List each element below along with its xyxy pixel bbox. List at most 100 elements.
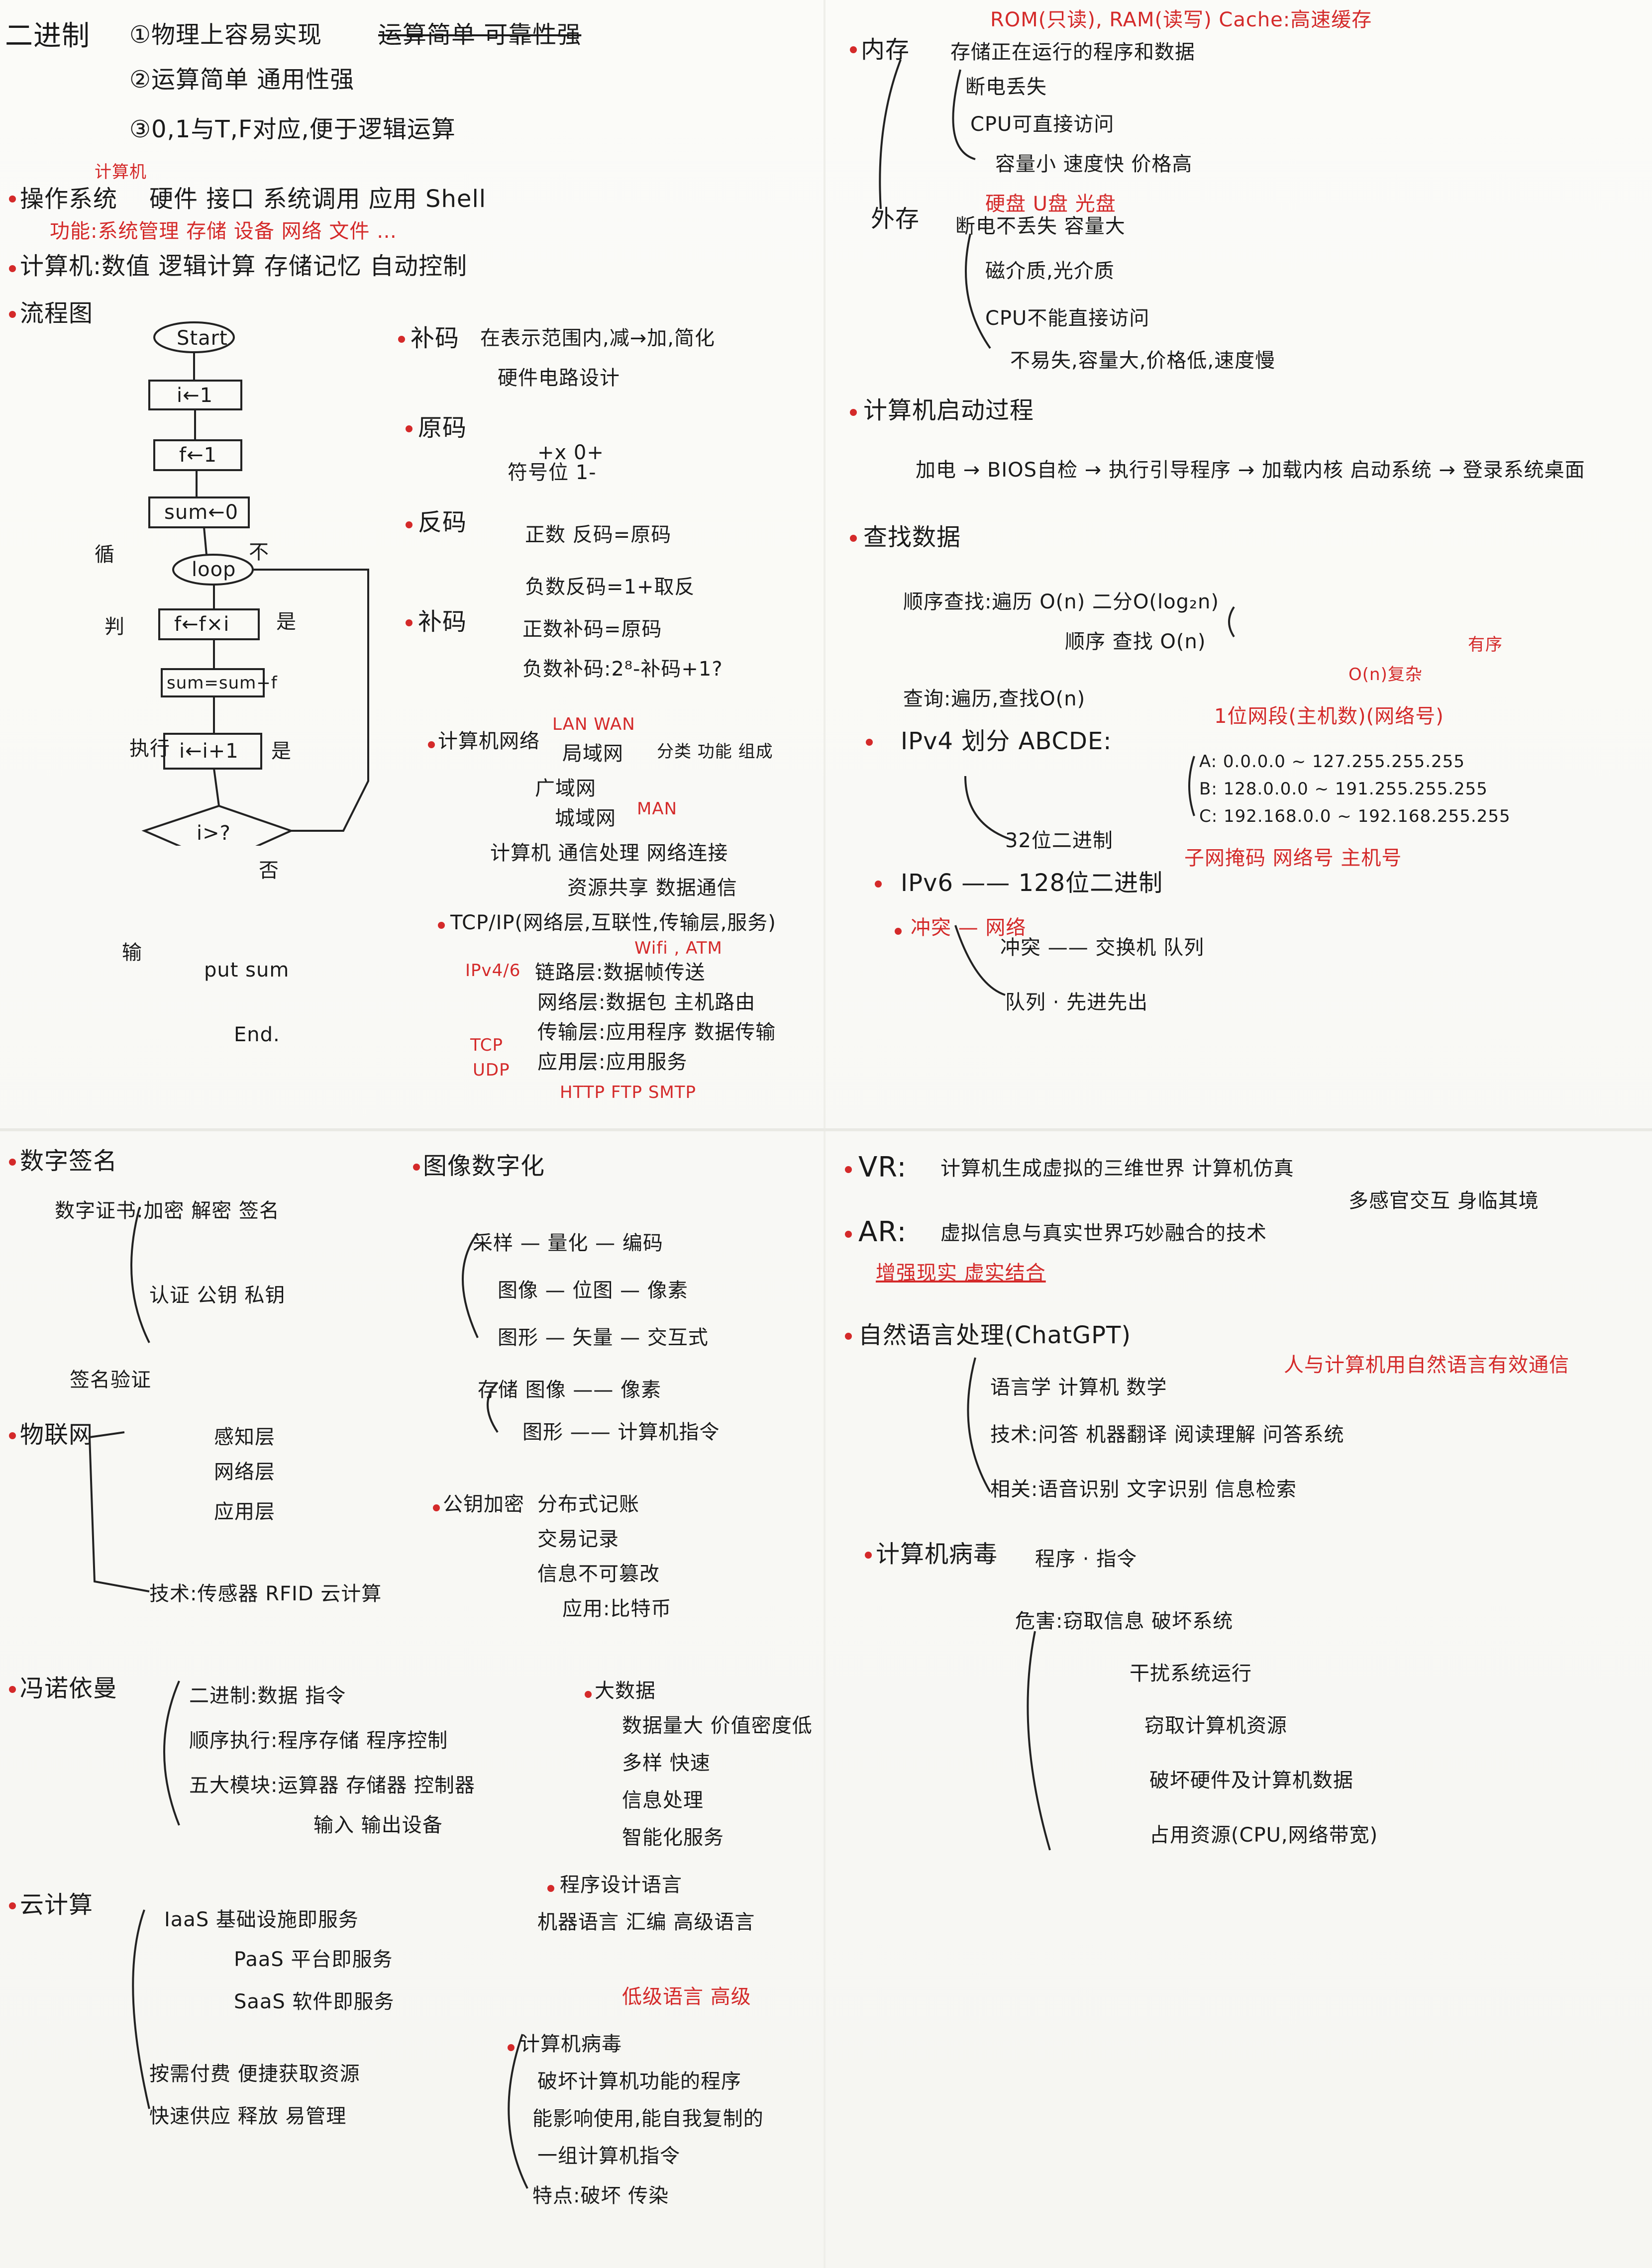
virus-title: 计算机病毒 [520, 2033, 622, 2056]
virus-line-2: 能影响使用,能自我复制的 [532, 2107, 764, 2130]
quadrant-bottom-left: 数字签名 数字证书:加密 解密 签名 认证 公钥 私钥 签名验证 物联网 感知层… [0, 1134, 826, 2268]
network-red-2: MAN [637, 799, 678, 819]
flowchart-label-no-2: 否 [259, 859, 279, 882]
prog-title: 程序设计语言 [560, 1874, 682, 1896]
bullet-dot [9, 265, 16, 272]
bullet-dot [9, 1159, 16, 1166]
security-line-1: 程序 · 指令 [1035, 1548, 1137, 1571]
network-func-2: 资源共享 数据通信 [567, 877, 737, 899]
quadrant-top-right: ROM(只读), RAM(读写) Cache:高速缓存 内存 存储正在运行的程序… [826, 0, 1652, 1134]
vr-line-1: 计算机生成虚拟的三维世界 计算机仿真 [940, 1157, 1294, 1180]
tcpip-red-tcp: TCP [470, 1035, 504, 1055]
security-title: 计算机病毒 [876, 1540, 998, 1568]
q4-brackets [967, 1357, 1051, 1851]
bullet-dot [866, 739, 873, 746]
virus-line-3: 一组计算机指令 [537, 2145, 680, 2168]
pubkey-line-1: 分布式记账 [537, 1493, 639, 1516]
q2-brackets [879, 59, 1235, 996]
bullet-dot [508, 2044, 515, 2051]
complement2-title: 补码 [418, 608, 467, 636]
network-func-1: 计算机 通信处理 网络连接 [490, 842, 728, 865]
flowchart-label-yes-2: 是 [271, 740, 292, 763]
tcpip-ipv: IPv4/6 [465, 961, 521, 981]
tcpip-layer-2: 网络层:数据包 主机路由 [537, 991, 756, 1014]
bullet-dot [845, 1166, 852, 1173]
bullet-dot [850, 46, 857, 53]
flowchart-label-left-3: 执行 [129, 737, 170, 760]
ipv4-class-a: A: 0.0.0.0 ~ 127.255.255.255 [1199, 752, 1465, 772]
tcpip-layer-4: 应用层:应用服务 [537, 1051, 688, 1074]
vr-title: VR: [858, 1151, 907, 1183]
security-line-4: 窃取计算机资源 [1144, 1714, 1287, 1737]
image-line-4: 存储 图像 —— 像素 [478, 1379, 662, 1401]
nlp-red: 人与计算机用自然语言有效通信 [1284, 1354, 1569, 1377]
iot-title: 物联网 [20, 1421, 94, 1449]
boot-flow: 加电 → BIOS自检 → 执行引导程序 → 加载内核 启动系统 → 登录系统桌… [916, 459, 1585, 482]
digital-line-2: 认证 公钥 私钥 [149, 1284, 286, 1307]
flowchart-label-left-1: 循 [95, 543, 115, 566]
pubkey-line-4: 应用:比特币 [562, 1597, 672, 1620]
security-line-3: 干扰系统运行 [1130, 1662, 1252, 1685]
bullet-dot [845, 1231, 852, 1238]
external-line-1: 断电不丢失 容量大 [955, 215, 1126, 238]
nlp-title: 自然语言处理(ChatGPT) [858, 1321, 1132, 1349]
flowchart-label-no: 不 [249, 541, 269, 564]
digital-title: 数字签名 [20, 1147, 118, 1175]
von-title: 冯诺依曼 [20, 1675, 118, 1702]
binary-reason-1-extra: 运算简单 可靠性强 [378, 21, 582, 49]
pubkey-line-3: 信息不可篡改 [537, 1563, 660, 1585]
cloud-note-2: 快速供应 释放 易管理 [149, 2105, 347, 2128]
memory-title: 内存 [861, 36, 910, 64]
image-title: 图像数字化 [423, 1152, 545, 1180]
inverse-line-2: 负数反码=1+取反 [525, 576, 695, 598]
bullet-dot [9, 1432, 16, 1439]
os-title: 操作系统 [20, 185, 118, 213]
big-data-line-2: 多样 快速 [622, 1752, 711, 1775]
binary-title: 二进制 [5, 20, 90, 52]
memory-red-top: ROM(只读), RAM(读写) Cache:高速缓存 [990, 8, 1372, 31]
flowchart-node-init-f: f←1 [179, 444, 217, 467]
iot-layer-3: 应用层 [214, 1500, 275, 1523]
tcpip-layer-1: 链路层:数据帧传送 [535, 961, 706, 984]
bullet-dot [428, 741, 435, 748]
external-line-3: CPU不能直接访问 [985, 307, 1150, 330]
flowchart-node-start: Start [177, 327, 228, 350]
big-data-line-1: 数据量大 价值密度低 [622, 1714, 813, 1737]
flowchart-node-sum: sum=sum+f [167, 673, 278, 693]
ipv6-red: 冲突 — 网络 [911, 916, 1027, 939]
flowchart-title: 流程图 [20, 299, 94, 327]
bullet-dot [406, 425, 413, 432]
bullet-dot [547, 1885, 554, 1892]
horizontal-divider [0, 1128, 1652, 1131]
ar-line-1: 虚拟信息与真实世界巧妙融合的技术 [940, 1222, 1267, 1245]
bullet-dot [895, 928, 902, 935]
digital-line-3: 签名验证 [70, 1369, 151, 1391]
pubkey-line-2: 交易记录 [537, 1528, 619, 1551]
flowchart-label-yes: 是 [276, 610, 297, 633]
boot-title: 计算机启动过程 [863, 396, 1034, 424]
tcpip-red-http: HTTP FTP SMTP [560, 1083, 697, 1102]
virus-line-1: 破坏计算机功能的程序 [537, 2070, 741, 2093]
iot-layer-1: 感知层 [214, 1426, 275, 1449]
flowchart-node-init-sum: sum←0 [164, 501, 239, 524]
bullet-dot [585, 1691, 592, 1698]
memory-line-2: 断电丢失 [965, 76, 1047, 99]
flowchart-label-left-2: 判 [104, 615, 125, 638]
bullet-dot [9, 1686, 16, 1693]
ipv6-branch-2: 队列 · 先进先出 [1005, 991, 1148, 1014]
binary-reason-3: ③0,1与T,F对应,便于逻辑运算 [129, 115, 456, 143]
inverse-line-1: 正数 反码=原码 [525, 523, 672, 546]
big-data-line-4: 智能化服务 [622, 1826, 724, 1849]
original-title: 原码 [418, 414, 467, 442]
bullet-dot [413, 1164, 420, 1171]
binary-reason-1: ①物理上容易实现 [129, 21, 322, 49]
bullet-dot [438, 922, 445, 929]
bullet-dot [875, 881, 882, 887]
ipv4-bits: 32位二进制 [1005, 829, 1113, 852]
memory-line-3: CPU可直接访问 [970, 113, 1115, 136]
inverse-title: 反码 [418, 508, 467, 536]
von-line-1: 二进制:数据 指令 [189, 1684, 346, 1707]
network-red-1: LAN WAN [552, 714, 635, 734]
image-line-5: 图形 —— 计算机指令 [522, 1421, 720, 1444]
